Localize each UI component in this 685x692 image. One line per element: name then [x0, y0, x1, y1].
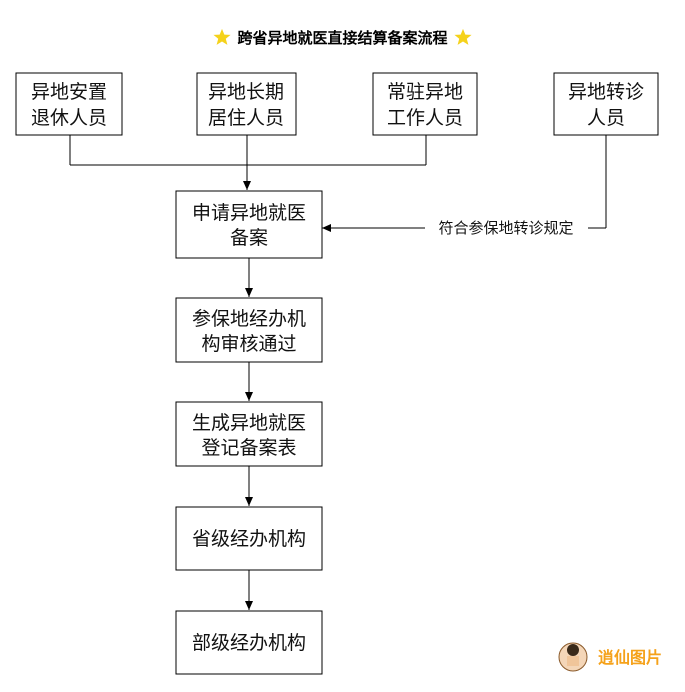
step-text-line1: 申请异地就医: [192, 202, 306, 224]
box-text-line1: 异地安置: [31, 81, 107, 103]
watermark-text: 逍仙图片: [598, 648, 662, 667]
step-text-line2: 登记备案表: [201, 437, 296, 459]
star-icon-left: [213, 28, 232, 45]
box-text-line2: 退休人员: [31, 107, 107, 129]
step-text-line1: 省级经办机构: [192, 528, 306, 550]
watermark-logo: 逍仙图片: [558, 642, 662, 672]
box-resettled-retirees: 异地安置 退休人员: [15, 72, 123, 136]
box-long-term-residents: 异地长期 居住人员: [196, 72, 297, 136]
box-text-line2: 工作人员: [387, 107, 463, 129]
step-apply-filing: 申请异地就医 备案: [175, 190, 323, 259]
box-text-line1: 常驻异地: [387, 81, 463, 103]
step-text-line2: 备案: [230, 227, 268, 249]
diagram-title: 跨省异地就医直接结算备案流程: [237, 28, 448, 47]
step-ministerial-agency: 部级经办机构: [175, 610, 323, 675]
diagram-title-row: 跨省异地就医直接结算备案流程: [0, 22, 685, 52]
step-text-line1: 部级经办机构: [192, 632, 306, 654]
step-text-line2: 构审核通过: [201, 333, 296, 355]
box-text-line1: 异地长期: [208, 81, 284, 103]
step-text-line1: 生成异地就医: [192, 412, 306, 434]
step-insured-agency-approval: 参保地经办机 构审核通过: [175, 297, 323, 363]
step-provincial-agency: 省级经办机构: [175, 506, 323, 571]
box-text-line2: 人员: [587, 107, 625, 129]
step-text-line1: 参保地经办机: [192, 308, 306, 330]
merge-connector: [69, 135, 427, 190]
referral-rule-label: 符合参保地转诊规定: [438, 219, 573, 237]
box-referral-patients: 异地转诊 人员: [553, 72, 659, 136]
star-icon-right: [453, 28, 472, 45]
box-text-line1: 异地转诊: [568, 81, 644, 103]
step-generate-registration-form: 生成异地就医 登记备案表: [175, 401, 323, 467]
box-stationed-workers: 常驻异地 工作人员: [372, 72, 478, 136]
referral-connector: [322, 135, 607, 232]
box-text-line2: 居住人员: [208, 107, 284, 129]
